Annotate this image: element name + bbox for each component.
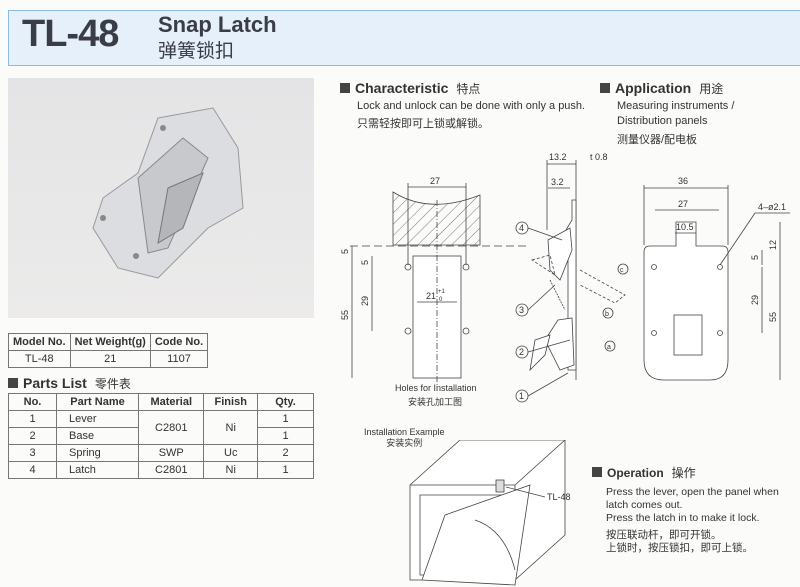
svg-text:1: 1 xyxy=(519,391,524,401)
svg-text:c: c xyxy=(620,267,624,274)
svg-text:55: 55 xyxy=(768,312,778,322)
svg-text:3: 3 xyxy=(519,305,524,315)
svg-text:3.2: 3.2 xyxy=(551,177,564,187)
characteristic-text-cn: 只需轻按即可上锁或解锁。 xyxy=(357,118,489,130)
svg-text:t 0.8: t 0.8 xyxy=(590,152,608,162)
product-title-cn: 弹簧锁扣 xyxy=(158,41,235,62)
col-header: Qty. xyxy=(257,393,314,411)
product-photo xyxy=(8,78,314,318)
svg-text:5: 5 xyxy=(750,255,760,260)
model-number: TL-48 xyxy=(22,13,119,55)
svg-text:安装孔加工图: 安装孔加工图 xyxy=(408,396,462,407)
svg-text:10.5: 10.5 xyxy=(676,222,694,232)
holes-diagram: 27 5 5 29 55 21+10 Holes for Installatio… xyxy=(340,176,530,407)
application-text: Measuring instruments /Distribution pane… xyxy=(617,100,735,146)
cell: 21 xyxy=(69,350,151,368)
col-header: No. xyxy=(8,393,57,411)
cell: TL-48 xyxy=(8,350,71,368)
cell: 1107 xyxy=(149,350,209,368)
svg-text:5: 5 xyxy=(360,260,370,265)
col-header: Part Name xyxy=(55,393,140,411)
svg-text:b: b xyxy=(605,311,609,318)
svg-text:0: 0 xyxy=(439,297,443,303)
svg-text:27: 27 xyxy=(678,199,688,209)
col-header: Finish xyxy=(203,393,258,411)
tl48-callout: TL-48 xyxy=(547,492,571,502)
characteristic-text: Lock and unlock can be done with only a … xyxy=(357,100,586,112)
svg-text:12: 12 xyxy=(768,240,778,250)
header-band xyxy=(8,10,800,66)
front-view-diagram: 36 27 10.5 4–ø2.1 5 12 29 55 xyxy=(643,176,790,381)
svg-text:5: 5 xyxy=(340,249,350,254)
svg-text:55: 55 xyxy=(340,310,350,320)
col-header: Code No. xyxy=(149,333,209,351)
svg-text:21: 21 xyxy=(426,291,436,301)
side-view-diagram: 13.2 t 0.8 3.2 4 3 2 1 a b c xyxy=(515,152,629,403)
svg-text:36: 36 xyxy=(678,176,688,186)
svg-text:27: 27 xyxy=(430,176,440,186)
svg-text:13.2: 13.2 xyxy=(549,152,567,162)
svg-text:29: 29 xyxy=(750,295,760,305)
svg-text:29: 29 xyxy=(360,296,370,306)
col-header: Material xyxy=(138,393,205,411)
svg-text:4: 4 xyxy=(519,223,524,233)
svg-text:Holes for Installation: Holes for Installation xyxy=(395,383,477,393)
svg-text:2: 2 xyxy=(519,347,524,357)
installation-illustration: TL-48 xyxy=(409,440,571,586)
svg-text:4–ø2.1: 4–ø2.1 xyxy=(758,202,786,212)
latch-photo-illustration xyxy=(92,107,244,279)
svg-text:+1: +1 xyxy=(438,289,446,295)
product-title: Snap Latch xyxy=(158,12,277,37)
col-header: Net Weight(g) xyxy=(69,333,151,351)
col-header: Model No. xyxy=(8,333,71,351)
svg-text:a: a xyxy=(607,344,611,351)
